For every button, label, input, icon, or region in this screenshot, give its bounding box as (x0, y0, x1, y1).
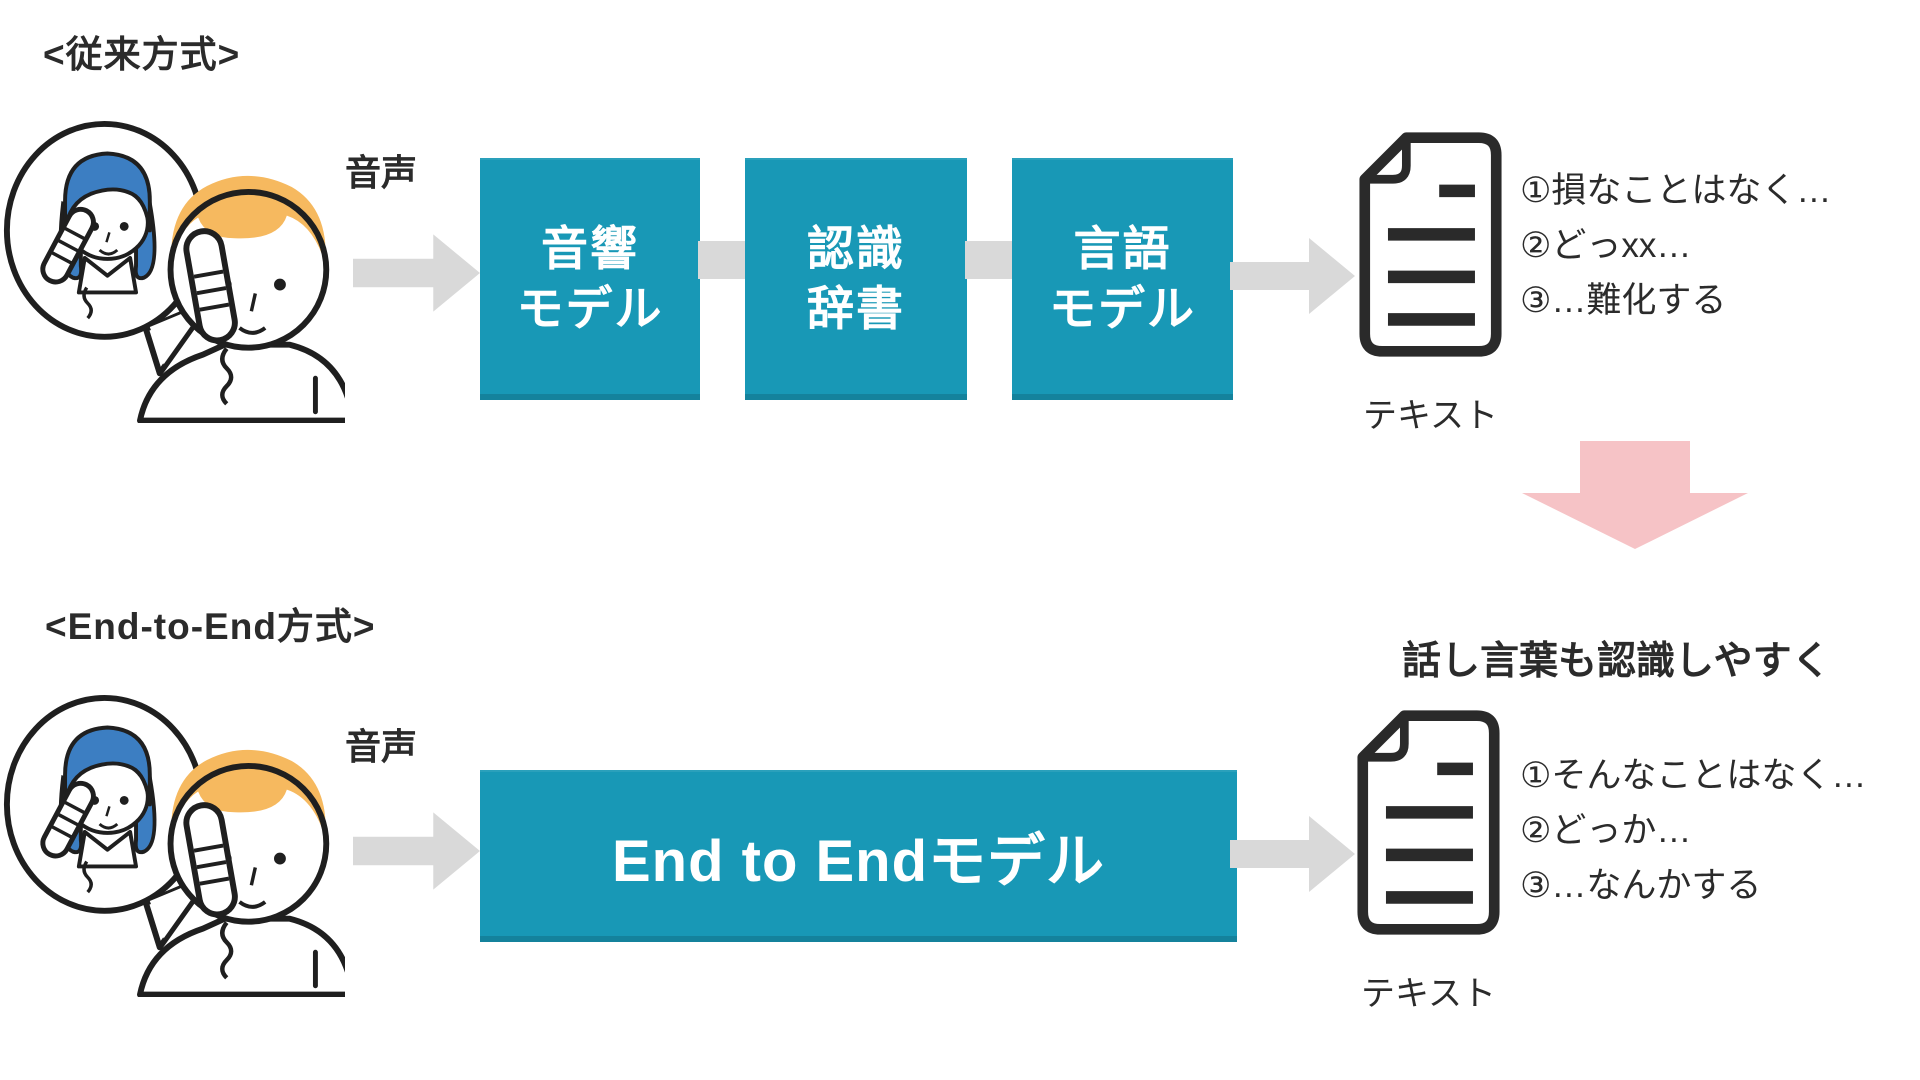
acoustic-model-label-line2: モデル (516, 282, 664, 335)
down-arrow-icon (1522, 441, 1748, 549)
conventional-section-title: <従来方式> (43, 34, 241, 75)
acoustic-model-box: 音響 モデル (480, 158, 700, 400)
callers-illustration (0, 662, 345, 997)
output-line: ①そんなことはなく… (1520, 756, 1867, 795)
audio-input-label: 音声 (345, 152, 418, 193)
end-to-end-output-text: ①そんなことはなく… ②どっか… ③…なんかする (1520, 748, 1866, 913)
audio-input-label: 音声 (345, 726, 418, 767)
flow-arrow-icon (353, 234, 480, 312)
language-model-box: 言語 モデル (1012, 158, 1233, 400)
callers-illustration (0, 88, 345, 423)
text-document-caption: テキスト (1361, 975, 1496, 1013)
flow-arrow-icon (1230, 238, 1355, 314)
recognition-dictionary-label-line1: 認識 (807, 221, 905, 275)
box-connector (965, 241, 1014, 279)
flow-arrow-icon (1230, 816, 1355, 892)
end-to-end-section-title: <End-to-End方式> (45, 606, 376, 647)
recognition-dictionary-label-line2: 辞書 (807, 282, 905, 335)
acoustic-model-label-line1: 音響 (541, 221, 639, 275)
text-document-caption: テキスト (1363, 397, 1498, 435)
text-document-icon (1356, 706, 1501, 939)
output-line: ③…なんかする (1520, 866, 1762, 905)
output-line: ①損なことはなく… (1520, 171, 1832, 210)
result-heading: 話し言葉も認識しやすく (1402, 640, 1831, 683)
conventional-output-text: ①損なことはなく… ②どっxx… ③…難化する (1520, 163, 1831, 328)
box-connector (698, 241, 747, 279)
end-to-end-model-label: End to Endモデル (611, 829, 1106, 894)
output-line: ②どっか… (1520, 811, 1692, 850)
output-line: ②どっxx… (1520, 226, 1692, 265)
text-document-icon (1358, 128, 1503, 361)
language-model-label-line1: 言語 (1073, 221, 1172, 275)
flow-arrow-icon (353, 812, 480, 890)
language-model-label-line2: モデル (1049, 282, 1196, 335)
recognition-dictionary-box: 認識 辞書 (745, 158, 967, 400)
end-to-end-model-box: End to Endモデル (480, 770, 1237, 942)
output-line: ③…難化する (1520, 281, 1727, 320)
